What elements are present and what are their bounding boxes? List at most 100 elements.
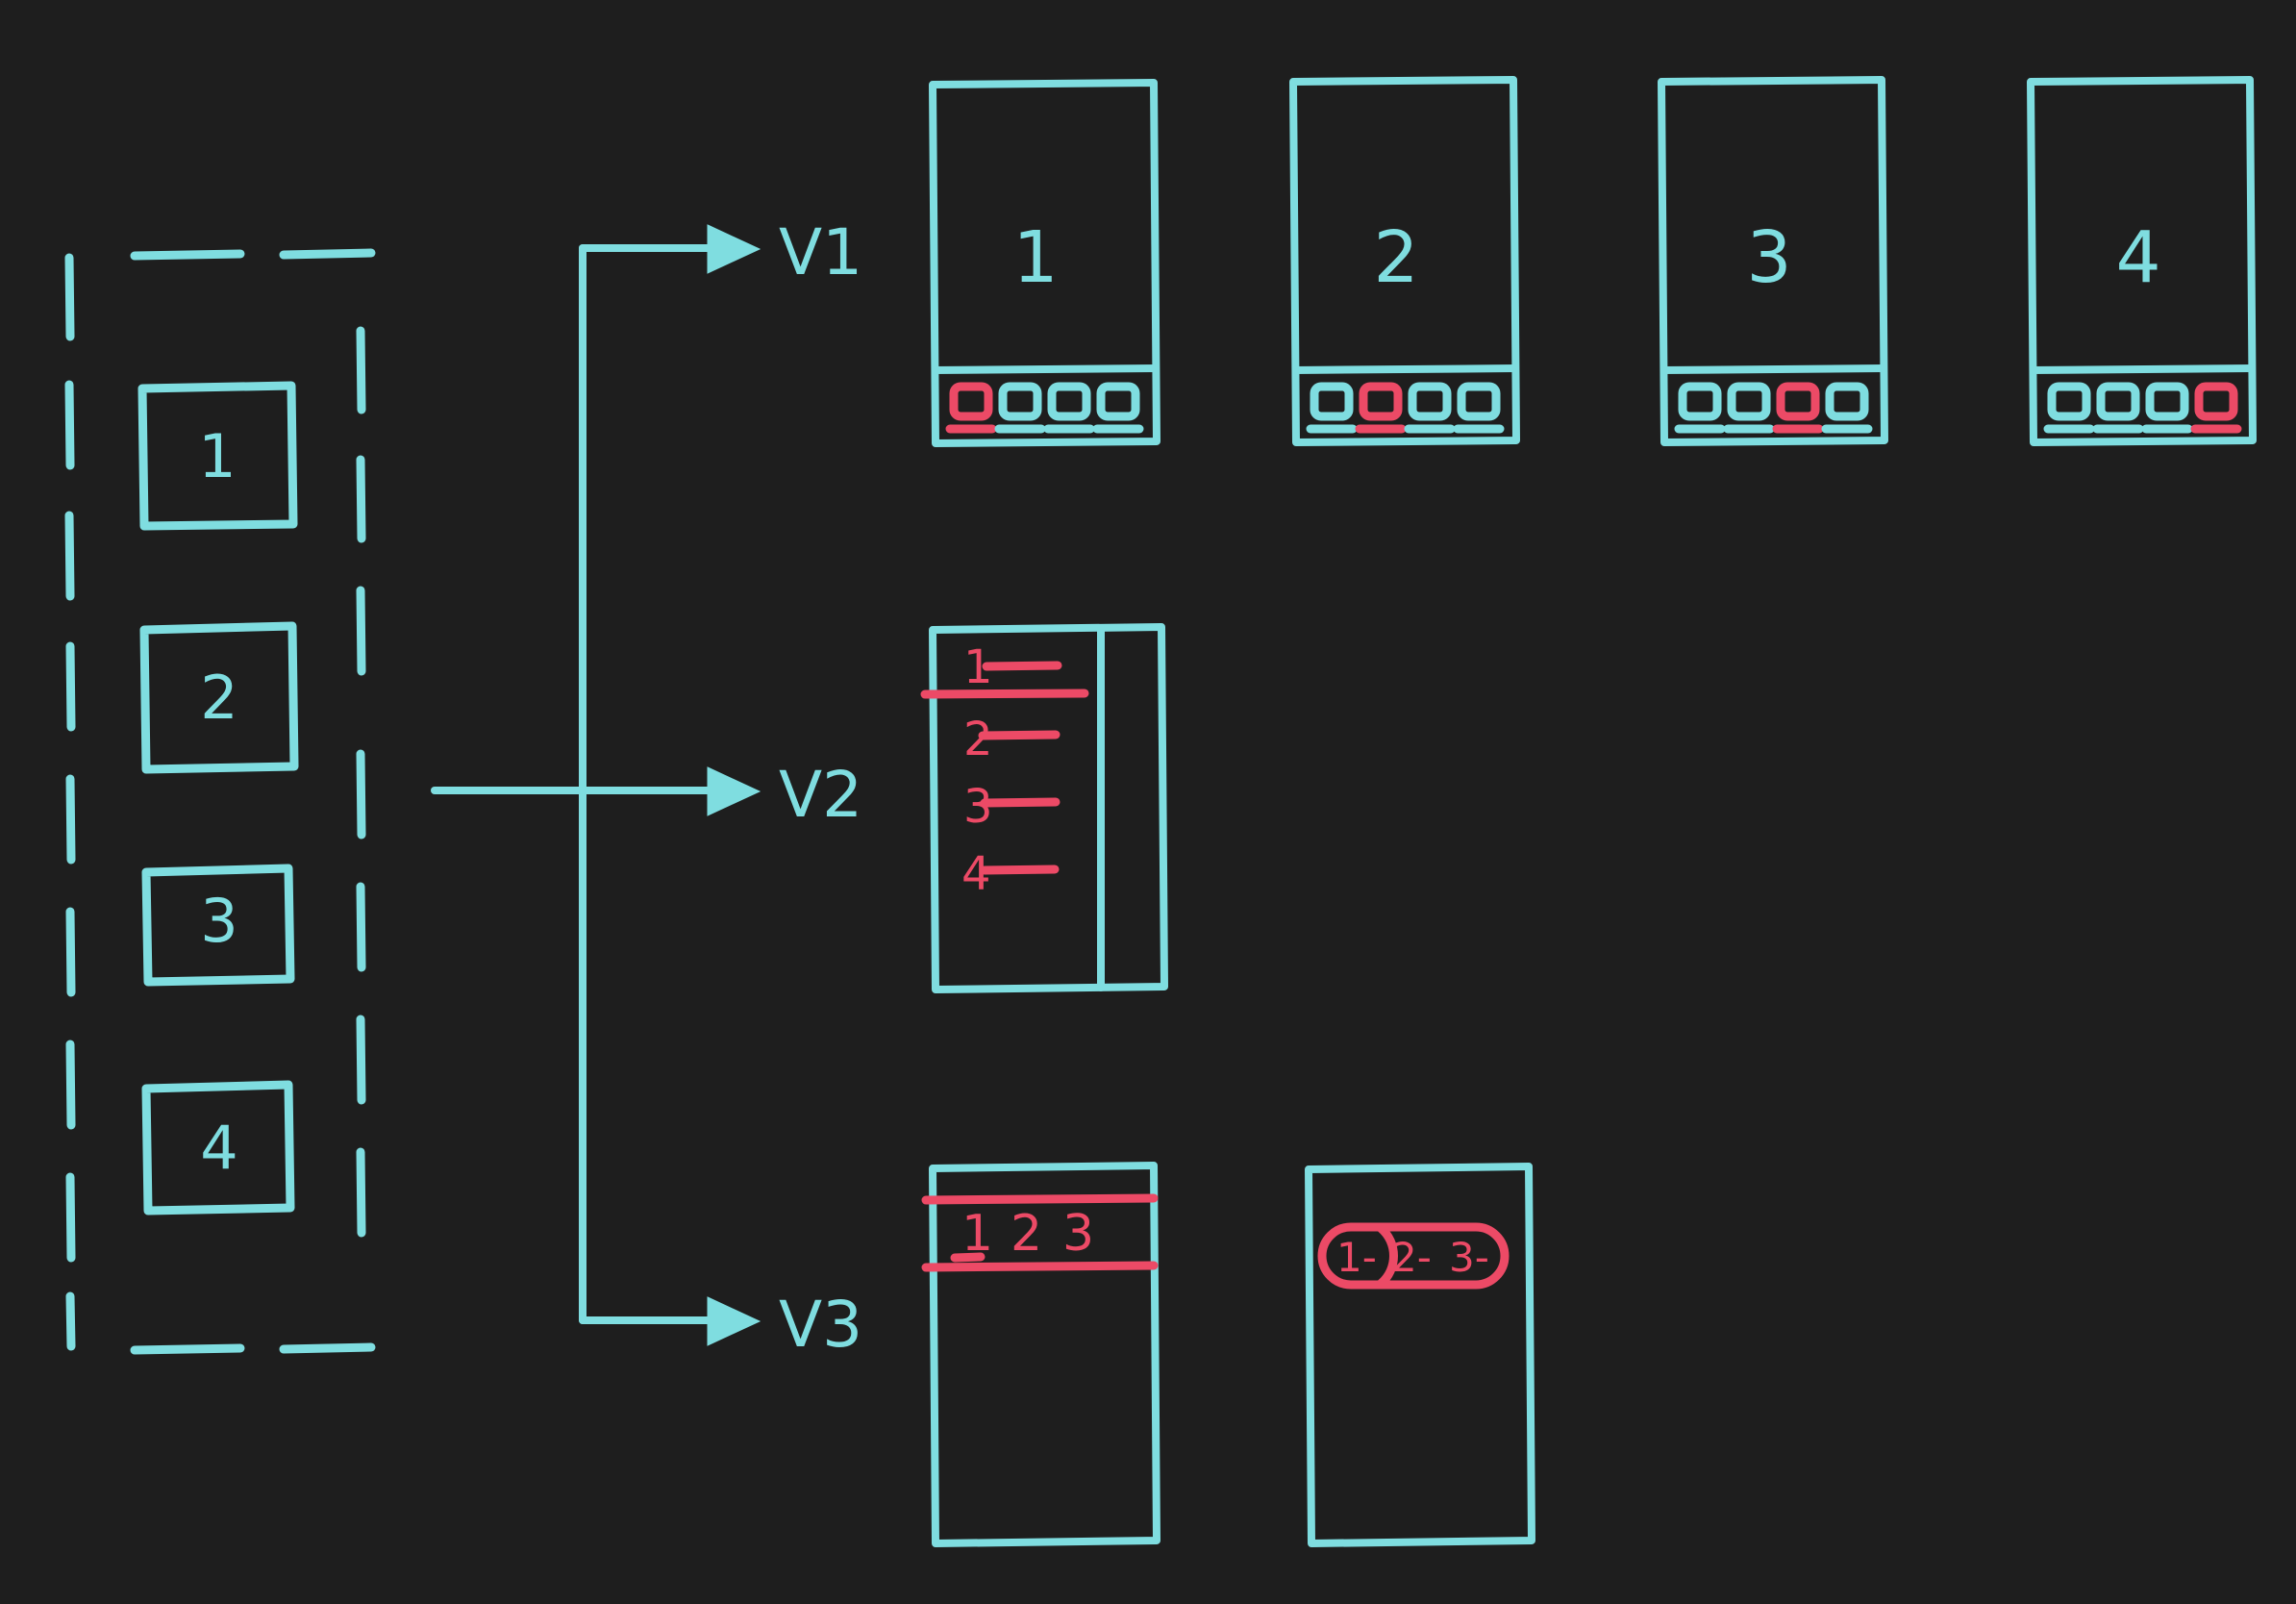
tabbar-divider [1293, 364, 1516, 374]
source-item-box [139, 621, 299, 774]
phone-frame [929, 79, 1160, 447]
segment-3[interactable]: 3- [1449, 1234, 1489, 1281]
tabbar-bottom-rule [921, 1261, 1159, 1272]
v2-variant-drawer[interactable]: 1 2 3 4 [920, 623, 1168, 993]
branch-label-v2: V2 [779, 758, 862, 832]
drawer-item-3[interactable]: 3 [963, 780, 1061, 834]
segment-1[interactable]: 1- [1336, 1234, 1377, 1281]
phone-screen-label: 3 [1746, 216, 1791, 299]
screen-icon [1096, 382, 1140, 421]
screen-icon [1457, 382, 1501, 421]
phone-frame [1305, 1163, 1535, 1547]
screen-icon [2194, 382, 2238, 421]
segment-2[interactable]: 2- [1391, 1234, 1432, 1281]
phone-screen-label: 1 [1012, 216, 1058, 299]
tab-item-2[interactable] [2092, 382, 2144, 434]
tab-item-3[interactable] [1772, 382, 1824, 434]
screen-icon [2047, 382, 2091, 421]
top-tab-1[interactable]: 1 [950, 1205, 993, 1263]
screen-icon [1047, 382, 1091, 421]
v1-variant-3[interactable]: 3 [1658, 76, 1888, 446]
tabbar-divider [2031, 364, 2253, 374]
branch-label-v1: V1 [779, 215, 862, 289]
drawer-item-dash [980, 797, 1061, 808]
tab-item-4[interactable] [1821, 382, 1873, 434]
v3-variant-top-tabs[interactable]: 1 2 3 [921, 1162, 1160, 1547]
phone-frame [929, 1162, 1160, 1547]
screen-icon [2096, 382, 2140, 421]
source-item-label: 2 [200, 663, 237, 733]
tab-item-3[interactable] [1043, 382, 1095, 434]
drawer-item-2[interactable]: 2 [963, 713, 1061, 766]
source-item-label: 1 [198, 421, 236, 491]
screen-icon [2145, 382, 2189, 421]
phone-frame [1289, 76, 1520, 446]
drawer-item-active-underline [920, 689, 1089, 699]
screen-icon [1678, 382, 1722, 421]
drawer-item-4[interactable]: 4 [961, 847, 1060, 901]
drawer-item-dash [978, 730, 1061, 740]
top-tab-3[interactable]: 3 [1062, 1205, 1094, 1263]
screen-icon [949, 382, 993, 421]
phone-screen-label: 2 [1373, 216, 1418, 299]
source-item-label: 3 [200, 886, 237, 956]
source-item-label: 4 [200, 1113, 237, 1183]
tab-item-2[interactable] [1723, 382, 1775, 434]
branch-label-v3: V3 [779, 1288, 862, 1362]
tab-item-3[interactable] [2141, 382, 2193, 434]
connector-tree [431, 224, 761, 1346]
tabbar-divider [1661, 364, 1884, 374]
phone-frame [929, 623, 1168, 993]
tab-item-4[interactable] [1453, 382, 1505, 434]
segment-label: 3- [1449, 1234, 1489, 1281]
v1-variant-2[interactable]: 2 [1289, 76, 1520, 446]
phone-screen-label: 4 [2115, 216, 2160, 299]
tab-item-4[interactable] [1092, 382, 1144, 434]
screen-icon [1776, 382, 1820, 421]
tabbar-divider [933, 364, 1157, 374]
screen-icon [1825, 382, 1869, 421]
source-item-3[interactable]: 3 [141, 864, 295, 987]
tab-item-1[interactable] [945, 382, 997, 434]
arrowhead-v1 [707, 224, 761, 274]
drawer-item-1[interactable]: 1 [920, 640, 1089, 699]
v1-variant-4[interactable]: 4 [2027, 76, 2257, 446]
segment-label: 1- [1336, 1234, 1377, 1281]
tab-item-1[interactable] [1674, 382, 1726, 434]
source-item-box [141, 864, 295, 987]
screen-icon [1359, 382, 1403, 421]
dashed-source-container [64, 248, 376, 1355]
top-tab-active-underline [950, 1252, 986, 1263]
source-item-4[interactable]: 4 [141, 1080, 295, 1216]
top-tab-2[interactable]: 2 [1011, 1205, 1042, 1263]
tab-item-4[interactable] [2190, 382, 2242, 434]
v1-variant-1[interactable]: 1 [929, 79, 1160, 447]
tab-item-1[interactable] [2043, 382, 2095, 434]
drawer-item-dash [982, 661, 1062, 671]
screen-icon [1310, 382, 1354, 421]
arrowhead-v2 [707, 766, 761, 816]
drawer-item-dash [980, 865, 1060, 875]
phone-frame [2027, 76, 2257, 446]
source-item-1[interactable]: 1 [137, 381, 298, 531]
top-tab-label: 2 [1011, 1205, 1042, 1263]
tabbar-top-rule [921, 1193, 1159, 1205]
phone-frame [1658, 76, 1888, 446]
segmented-selected-divider [1376, 1223, 1398, 1289]
tab-item-2[interactable] [994, 382, 1046, 434]
source-item-box [137, 381, 298, 531]
v3-variant-segmented[interactable]: 1- 2- 3- [1305, 1163, 1535, 1547]
segmented-control-track [1317, 1222, 1510, 1290]
tab-item-3[interactable] [1404, 382, 1456, 434]
tab-item-1[interactable] [1306, 382, 1358, 434]
segment-label: 2- [1391, 1234, 1432, 1281]
top-tab-label: 3 [1062, 1205, 1094, 1263]
arrowhead-v3 [707, 1296, 761, 1346]
screen-icon [1408, 382, 1452, 421]
screen-icon [998, 382, 1042, 421]
source-item-2[interactable]: 2 [139, 621, 299, 774]
tab-item-2[interactable] [1355, 382, 1407, 434]
